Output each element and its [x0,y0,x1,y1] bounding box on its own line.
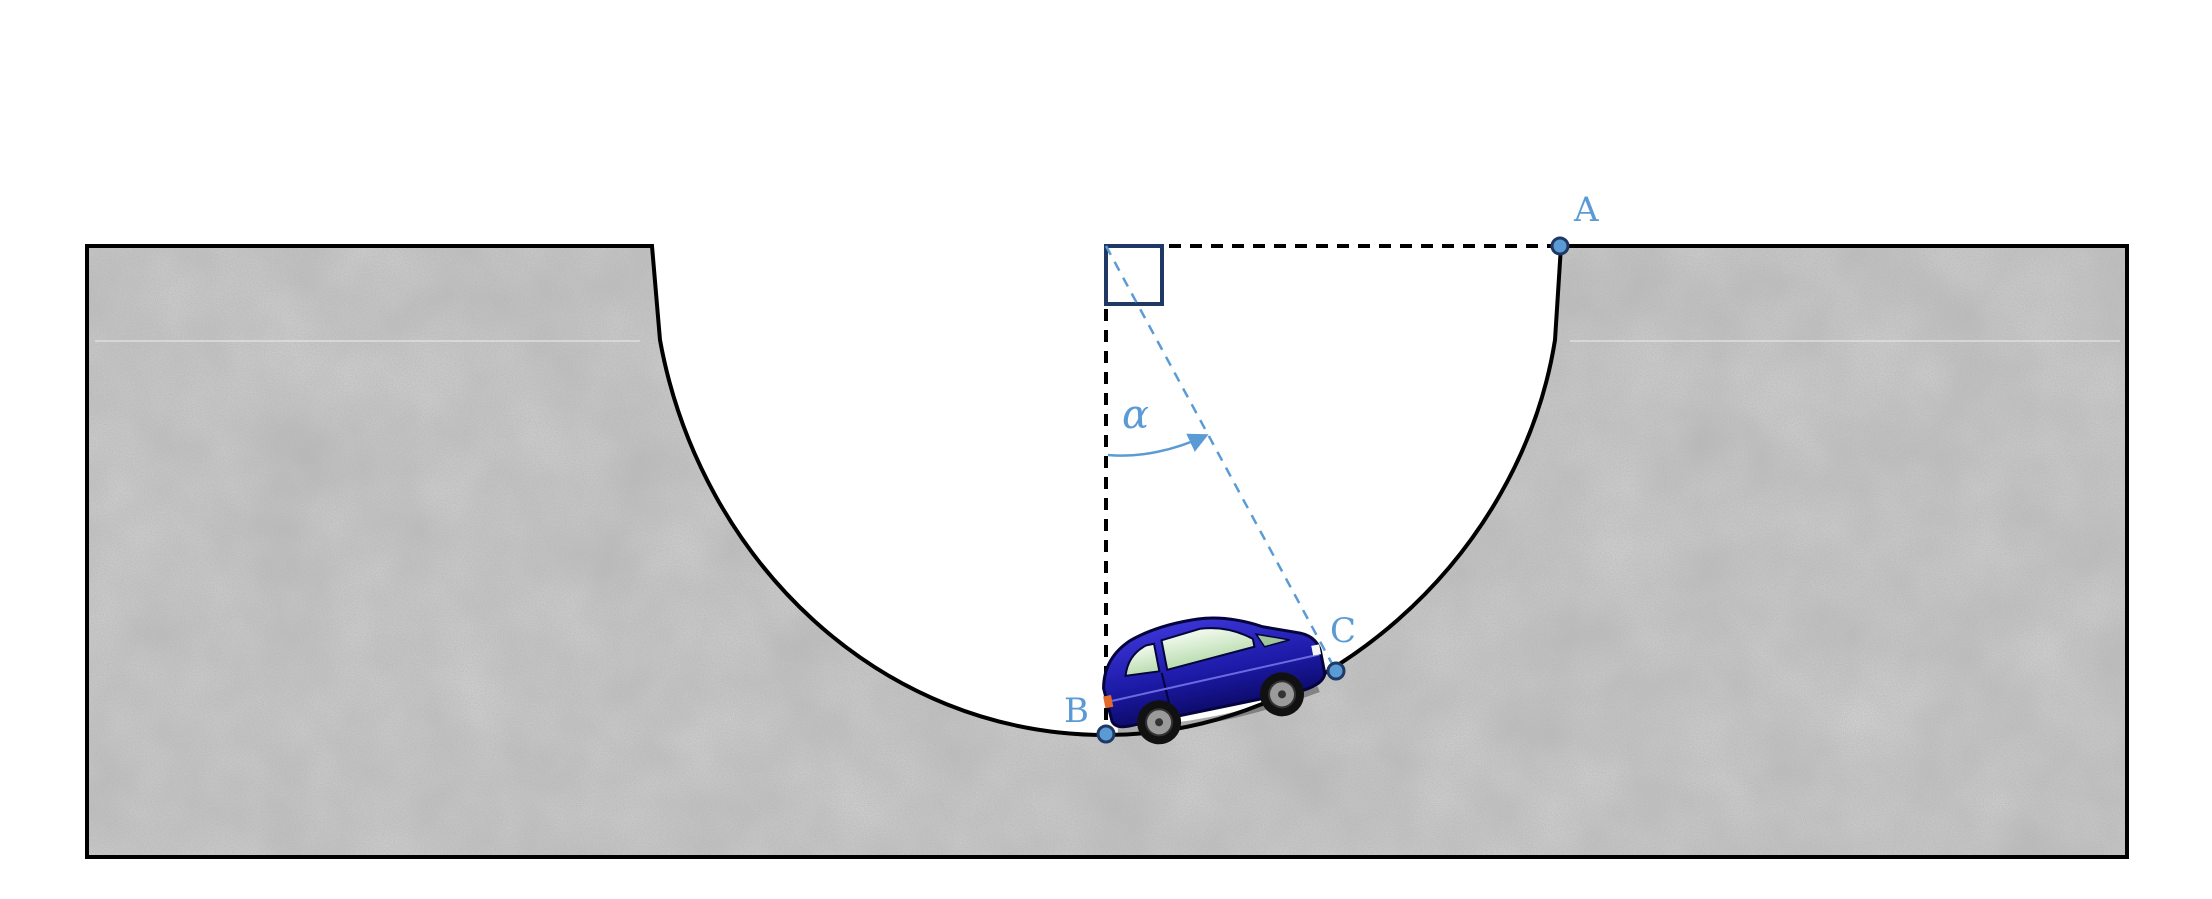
rear-wheel [1137,700,1182,745]
point-B[interactable]: B [1064,691,1116,744]
car-front-window [1160,627,1256,672]
angle-label: α [1122,392,1149,438]
right-angle-marker [1104,244,1164,306]
car-icon [1102,616,1327,745]
concrete-block [85,244,2129,859]
angle-indicator: α [1107,392,1209,457]
construction-lines [1104,244,1560,734]
car-windshield [1254,633,1290,648]
car-rear-window [1124,642,1161,677]
point-C-label: C [1330,611,1356,651]
radius-line [1104,245,1338,672]
point-A-marker[interactable] [1550,236,1570,256]
point-C-marker[interactable] [1326,661,1346,681]
car-headlight [1311,644,1322,656]
front-wheel [1260,672,1305,717]
car-side-strip [1111,653,1320,702]
angle-arc [1107,433,1209,457]
concrete-outline [85,244,2129,859]
point-B-label: B [1064,691,1089,731]
point-B-marker[interactable] [1096,724,1116,744]
car-tail-light [1103,694,1114,709]
point-A-label: A [1573,190,1599,230]
point-C[interactable]: C [1326,611,1356,681]
point-A[interactable]: A [1550,190,1599,256]
